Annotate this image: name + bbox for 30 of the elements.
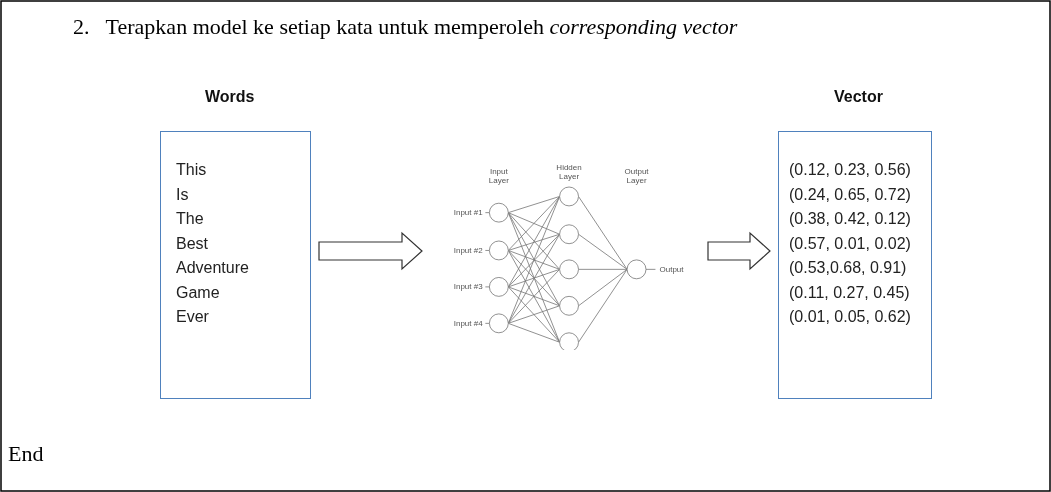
list-item: (0.38, 0.42, 0.12) <box>789 209 911 229</box>
column-heading: Vector <box>834 88 883 106</box>
input-label: Input #3 <box>453 282 483 292</box>
list-item: Is <box>176 184 189 205</box>
list-item: (0.11, 0.27, 0.45) <box>789 282 910 303</box>
layer-label: Output Layer <box>623 167 650 186</box>
input-label: Input #1 <box>453 208 483 218</box>
list-item: (0.24, 0.65, 0.72) <box>789 184 911 205</box>
list-item: The <box>176 209 204 229</box>
list-item: (0.53,0.68, 0.91) <box>789 258 907 278</box>
list-box <box>160 131 311 399</box>
list-item: (0.57, 0.01, 0.02) <box>789 233 911 254</box>
list-item: Adventure <box>176 258 249 278</box>
step-heading: 2. Terapkan model ke setiap kata untuk memperoleh corresponding vector <box>73 14 738 40</box>
list-item: (0.01, 0.05, 0.62) <box>789 307 911 327</box>
input-label: Input #4 <box>453 318 483 328</box>
block-arrow <box>707 231 771 271</box>
list-item: Ever <box>176 307 209 327</box>
end-text: End <box>8 441 44 467</box>
input-label: Input #2 <box>453 245 483 255</box>
layer-label: Input Layer <box>487 167 510 186</box>
list-item: Game <box>176 282 220 303</box>
column-heading: Words <box>205 88 255 106</box>
list-box <box>778 131 932 399</box>
list-item: This <box>176 160 207 180</box>
list-item: (0.12, 0.23, 0.56) <box>789 160 911 180</box>
list-item: Best <box>176 233 208 254</box>
output-label: Output <box>659 264 684 274</box>
block-arrow <box>318 231 423 271</box>
layer-label: Hidden Layer <box>555 163 583 182</box>
